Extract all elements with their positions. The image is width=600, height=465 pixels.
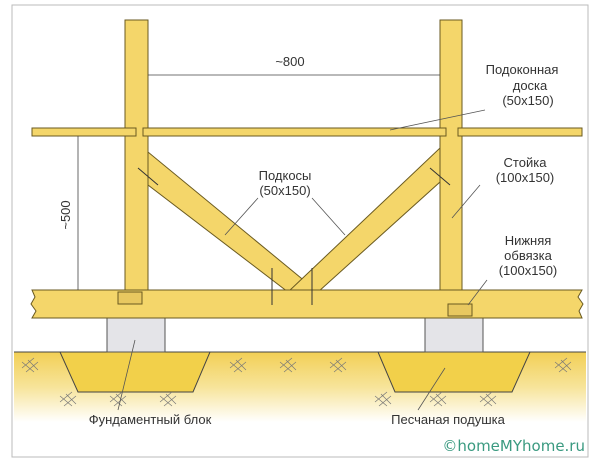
label-post-1: Стойка [504, 155, 548, 170]
sill-board-middle [142, 127, 447, 137]
label-post-2: (100x150) [496, 170, 555, 185]
label-sand-cushion: Песчаная подушка [391, 412, 505, 427]
sand-cushion-right [377, 351, 531, 393]
sill-board-left [31, 127, 137, 137]
label-bottom-frame-3: (100x150) [499, 263, 558, 278]
label-sill-board-1: Подоконная [486, 62, 559, 77]
nail [137, 167, 159, 186]
dimension-height: ~500 [58, 200, 73, 229]
border [11, 4, 589, 458]
sill-board-right [457, 127, 583, 137]
label-sill-board-2: доска [513, 78, 548, 93]
bottom-frame-beam [30, 289, 584, 319]
label-sill-board-3: (50x150) [502, 93, 553, 108]
post-right [439, 19, 463, 293]
foundation-block-left [106, 317, 166, 353]
label-braces-1: Подкосы [259, 168, 312, 183]
label-bottom-frame-1: Нижняя [505, 233, 552, 248]
label-foundation-block: Фундаментный блок [89, 412, 212, 427]
beam-end-left [117, 291, 143, 305]
label-braces-2: (50x150) [259, 183, 310, 198]
foundation-block-right [424, 317, 484, 353]
dimension-width: ~800 [275, 54, 304, 69]
beam-end-right [447, 303, 473, 317]
label-bottom-frame-2: обвязка [504, 248, 552, 263]
sand-cushion-left [59, 351, 211, 393]
nail [429, 167, 451, 186]
watermark: ©homeMYhome.ru [442, 437, 585, 455]
leader-lines [117, 109, 488, 411]
soil-hatching [21, 357, 572, 407]
post-left [124, 19, 149, 293]
